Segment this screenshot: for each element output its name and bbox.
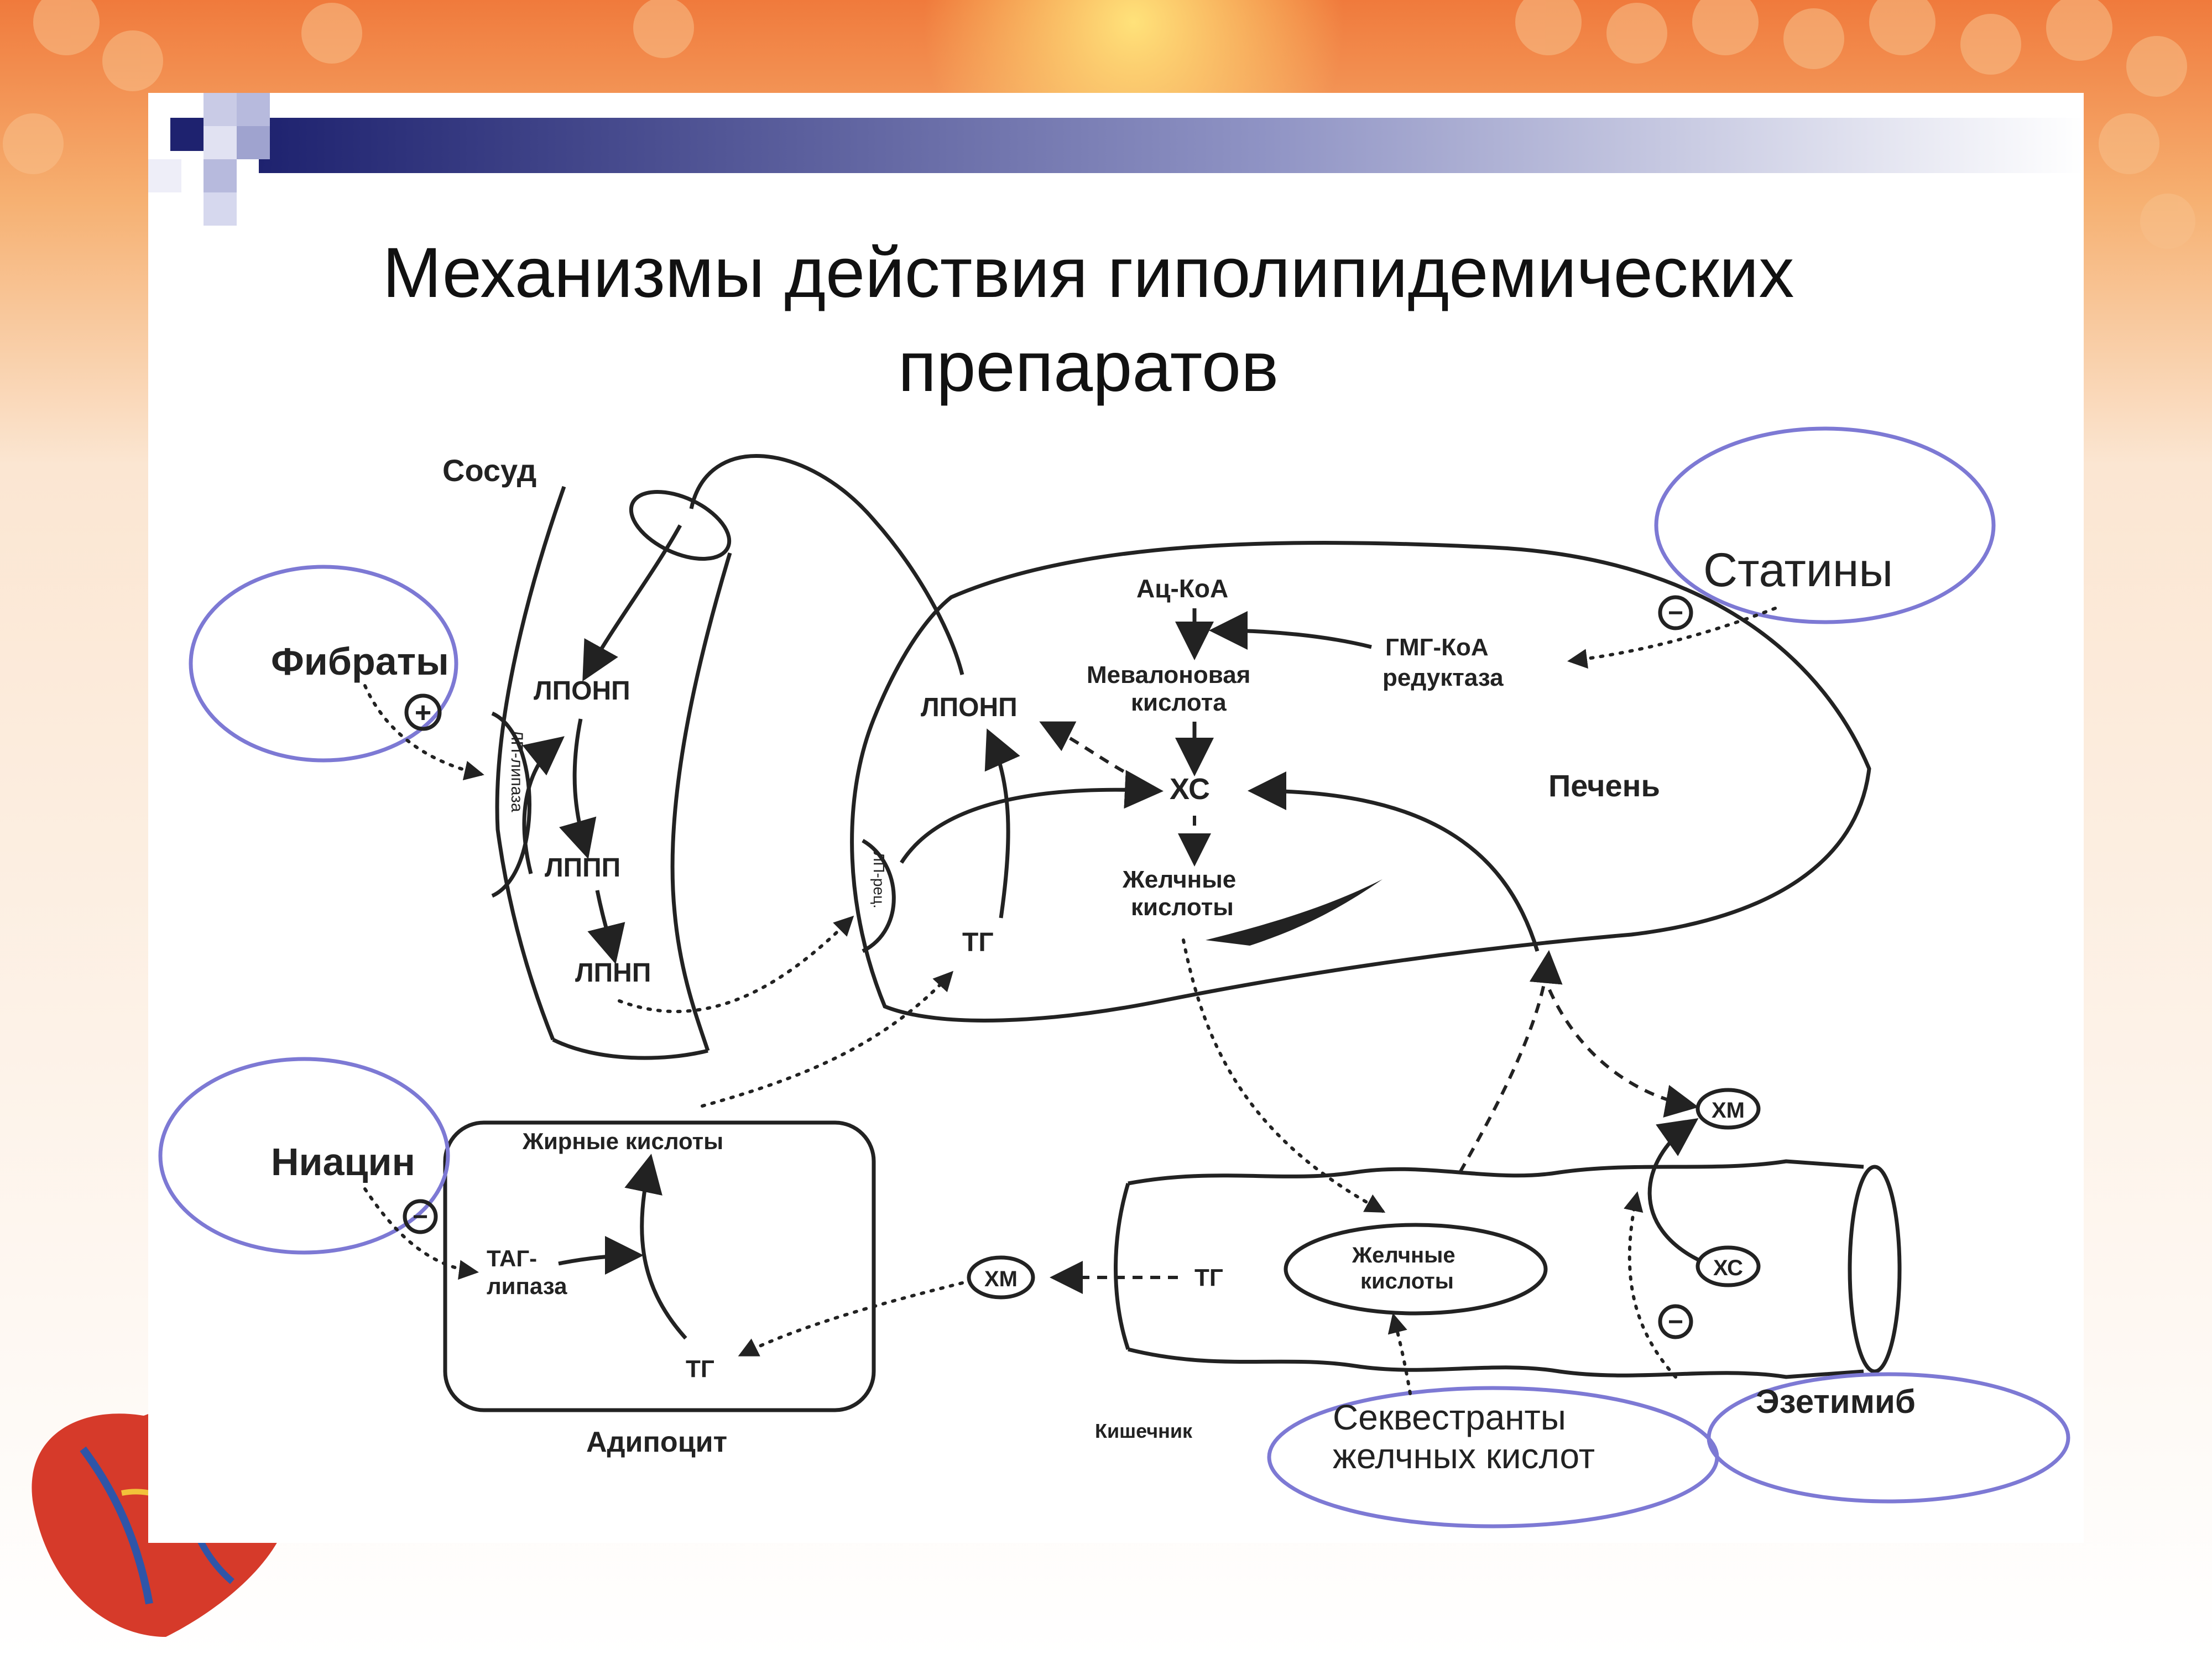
slide-title-line-2: препаратов xyxy=(898,327,1279,406)
ezetimibe-label: Эзетимиб xyxy=(1756,1383,1916,1420)
statins-sign: − xyxy=(1668,598,1683,628)
statins-inhibit-arrow xyxy=(1567,607,1777,669)
label-vldl-vessel: ЛПОНП xyxy=(534,676,630,706)
sequestrants-label-1: Секвестранты xyxy=(1333,1397,1566,1437)
niacin-minus-icon xyxy=(403,1199,438,1234)
bile-acid-pool xyxy=(1284,1223,1548,1316)
sequestrants-label-2: желчных кислот xyxy=(1333,1436,1595,1476)
statins-oval xyxy=(1654,426,1996,624)
vessel-label: Сосуд xyxy=(442,453,536,488)
label-chol-liver: ХС xyxy=(1170,773,1210,806)
fibrates-plus-icon xyxy=(404,693,442,731)
label-tag-1: ТАГ- xyxy=(487,1245,537,1271)
xm-to-adipocyte-arrow xyxy=(738,1281,964,1357)
header-decoration xyxy=(148,93,2084,226)
intestine-label: Кишечник xyxy=(1095,1420,1193,1442)
label-ldl-receptor: ЛП-рец. xyxy=(870,852,888,909)
arrow-vldl-to-idl xyxy=(559,718,597,859)
adipocyte-box xyxy=(443,1120,876,1412)
ldl-to-receptor-arrow xyxy=(618,915,854,1014)
chol-intestine-node xyxy=(1695,1245,1761,1287)
arrow-receptor-to-chol xyxy=(900,770,1164,864)
niacin-oval xyxy=(158,1057,450,1255)
header-bar xyxy=(259,118,2084,173)
fibrates-sign: + xyxy=(415,697,431,729)
arrow-idl-to-ldl xyxy=(587,890,625,964)
liver-to-xm-arrow xyxy=(1541,972,1699,1118)
ezetimibe-minus-icon xyxy=(1658,1304,1693,1339)
label-hmg-1: ГМГ-КоА xyxy=(1385,634,1489,661)
arrow-tg-to-fatty-acids xyxy=(624,1154,687,1340)
liver-outline xyxy=(850,541,1871,1022)
fatty-acids-to-liver-arrow xyxy=(701,971,954,1108)
adipocyte-label: Адипоцит xyxy=(586,1426,727,1458)
niacin-sign: − xyxy=(413,1202,428,1232)
statins-label: Статины xyxy=(1703,544,1893,597)
bubble-pattern xyxy=(3,0,2195,249)
intestine-left-end xyxy=(1114,1182,1130,1350)
lpl-enzyme xyxy=(491,711,531,898)
label-chol-intestine: ХС xyxy=(1713,1256,1743,1280)
label-idl: ЛППП xyxy=(545,853,620,883)
sequestrants-oval xyxy=(1267,1386,1719,1528)
fibrates-label: Фибраты xyxy=(271,640,449,683)
statins-minus-icon xyxy=(1658,595,1693,630)
niacin-inhibit-arrow xyxy=(363,1187,479,1280)
arrow-chol-to-vldl xyxy=(1039,721,1140,781)
vessel-to-liver-loop xyxy=(689,454,964,675)
niacin-label: Ниацин xyxy=(271,1140,415,1183)
label-ldl: ЛПНП xyxy=(575,958,651,988)
xm-right-node xyxy=(1695,1088,1761,1130)
sequestrants-bind-arrow xyxy=(1387,1313,1412,1395)
label-fatty-acids: Жирные кислоты xyxy=(522,1128,723,1154)
label-bile-1: Желчные xyxy=(1122,866,1236,893)
label-hmg-2: редуктаза xyxy=(1383,664,1504,691)
label-tg-intestine: ТГ xyxy=(1194,1264,1223,1291)
ezetimibe-inhibit-arrow xyxy=(1624,1191,1677,1379)
label-bile-int-1: Желчные xyxy=(1352,1243,1455,1267)
label-tg-adipo: ТГ xyxy=(686,1355,714,1383)
intestine-top-wall xyxy=(1128,1159,1864,1186)
label-xm-left: ХМ xyxy=(984,1267,1018,1291)
ldl-receptor xyxy=(862,838,896,953)
bile-return-arrow xyxy=(1458,950,1563,1173)
arrow-chol-to-xm xyxy=(1647,1118,1702,1263)
intestine-opening xyxy=(1848,1165,1902,1374)
arrow-intestine-chol-return xyxy=(1248,771,1540,952)
label-tg-liver: ТГ xyxy=(962,928,994,957)
ezetimibe-sign: − xyxy=(1668,1307,1683,1337)
label-bile-int-2: кислоты xyxy=(1360,1269,1454,1293)
arrow-to-vldl xyxy=(582,524,682,682)
arrow-hmg-reductase xyxy=(1209,611,1372,650)
bile-to-intestine-arrow xyxy=(1182,938,1386,1213)
fibrates-activate-arrow xyxy=(363,684,484,781)
arrow-tag-lipase xyxy=(558,1236,644,1275)
label-lpl: ЛП-липаза xyxy=(508,730,526,812)
label-xm-right: ХМ xyxy=(1712,1098,1745,1123)
liver-notch xyxy=(1206,879,1383,946)
liver-label: Печень xyxy=(1548,768,1660,803)
fibrates-oval xyxy=(189,565,458,763)
slide-title-line-1: Механизмы действия гиполипидемических xyxy=(382,233,1794,312)
label-mevalonic-1: Мевалоновая xyxy=(1087,661,1250,688)
intestine-bottom-wall xyxy=(1128,1347,1864,1379)
label-bile-2: кислоты xyxy=(1131,894,1234,921)
label-tag-2: липаза xyxy=(487,1273,567,1299)
xm-left-node xyxy=(967,1255,1035,1300)
label-acetyl-coa: Ац-КоА xyxy=(1136,574,1228,603)
arrow-tg-to-vldl xyxy=(984,728,1020,919)
label-mevalonic-2: кислота xyxy=(1131,689,1227,716)
label-vldl-liver: ЛПОНП xyxy=(921,693,1018,722)
